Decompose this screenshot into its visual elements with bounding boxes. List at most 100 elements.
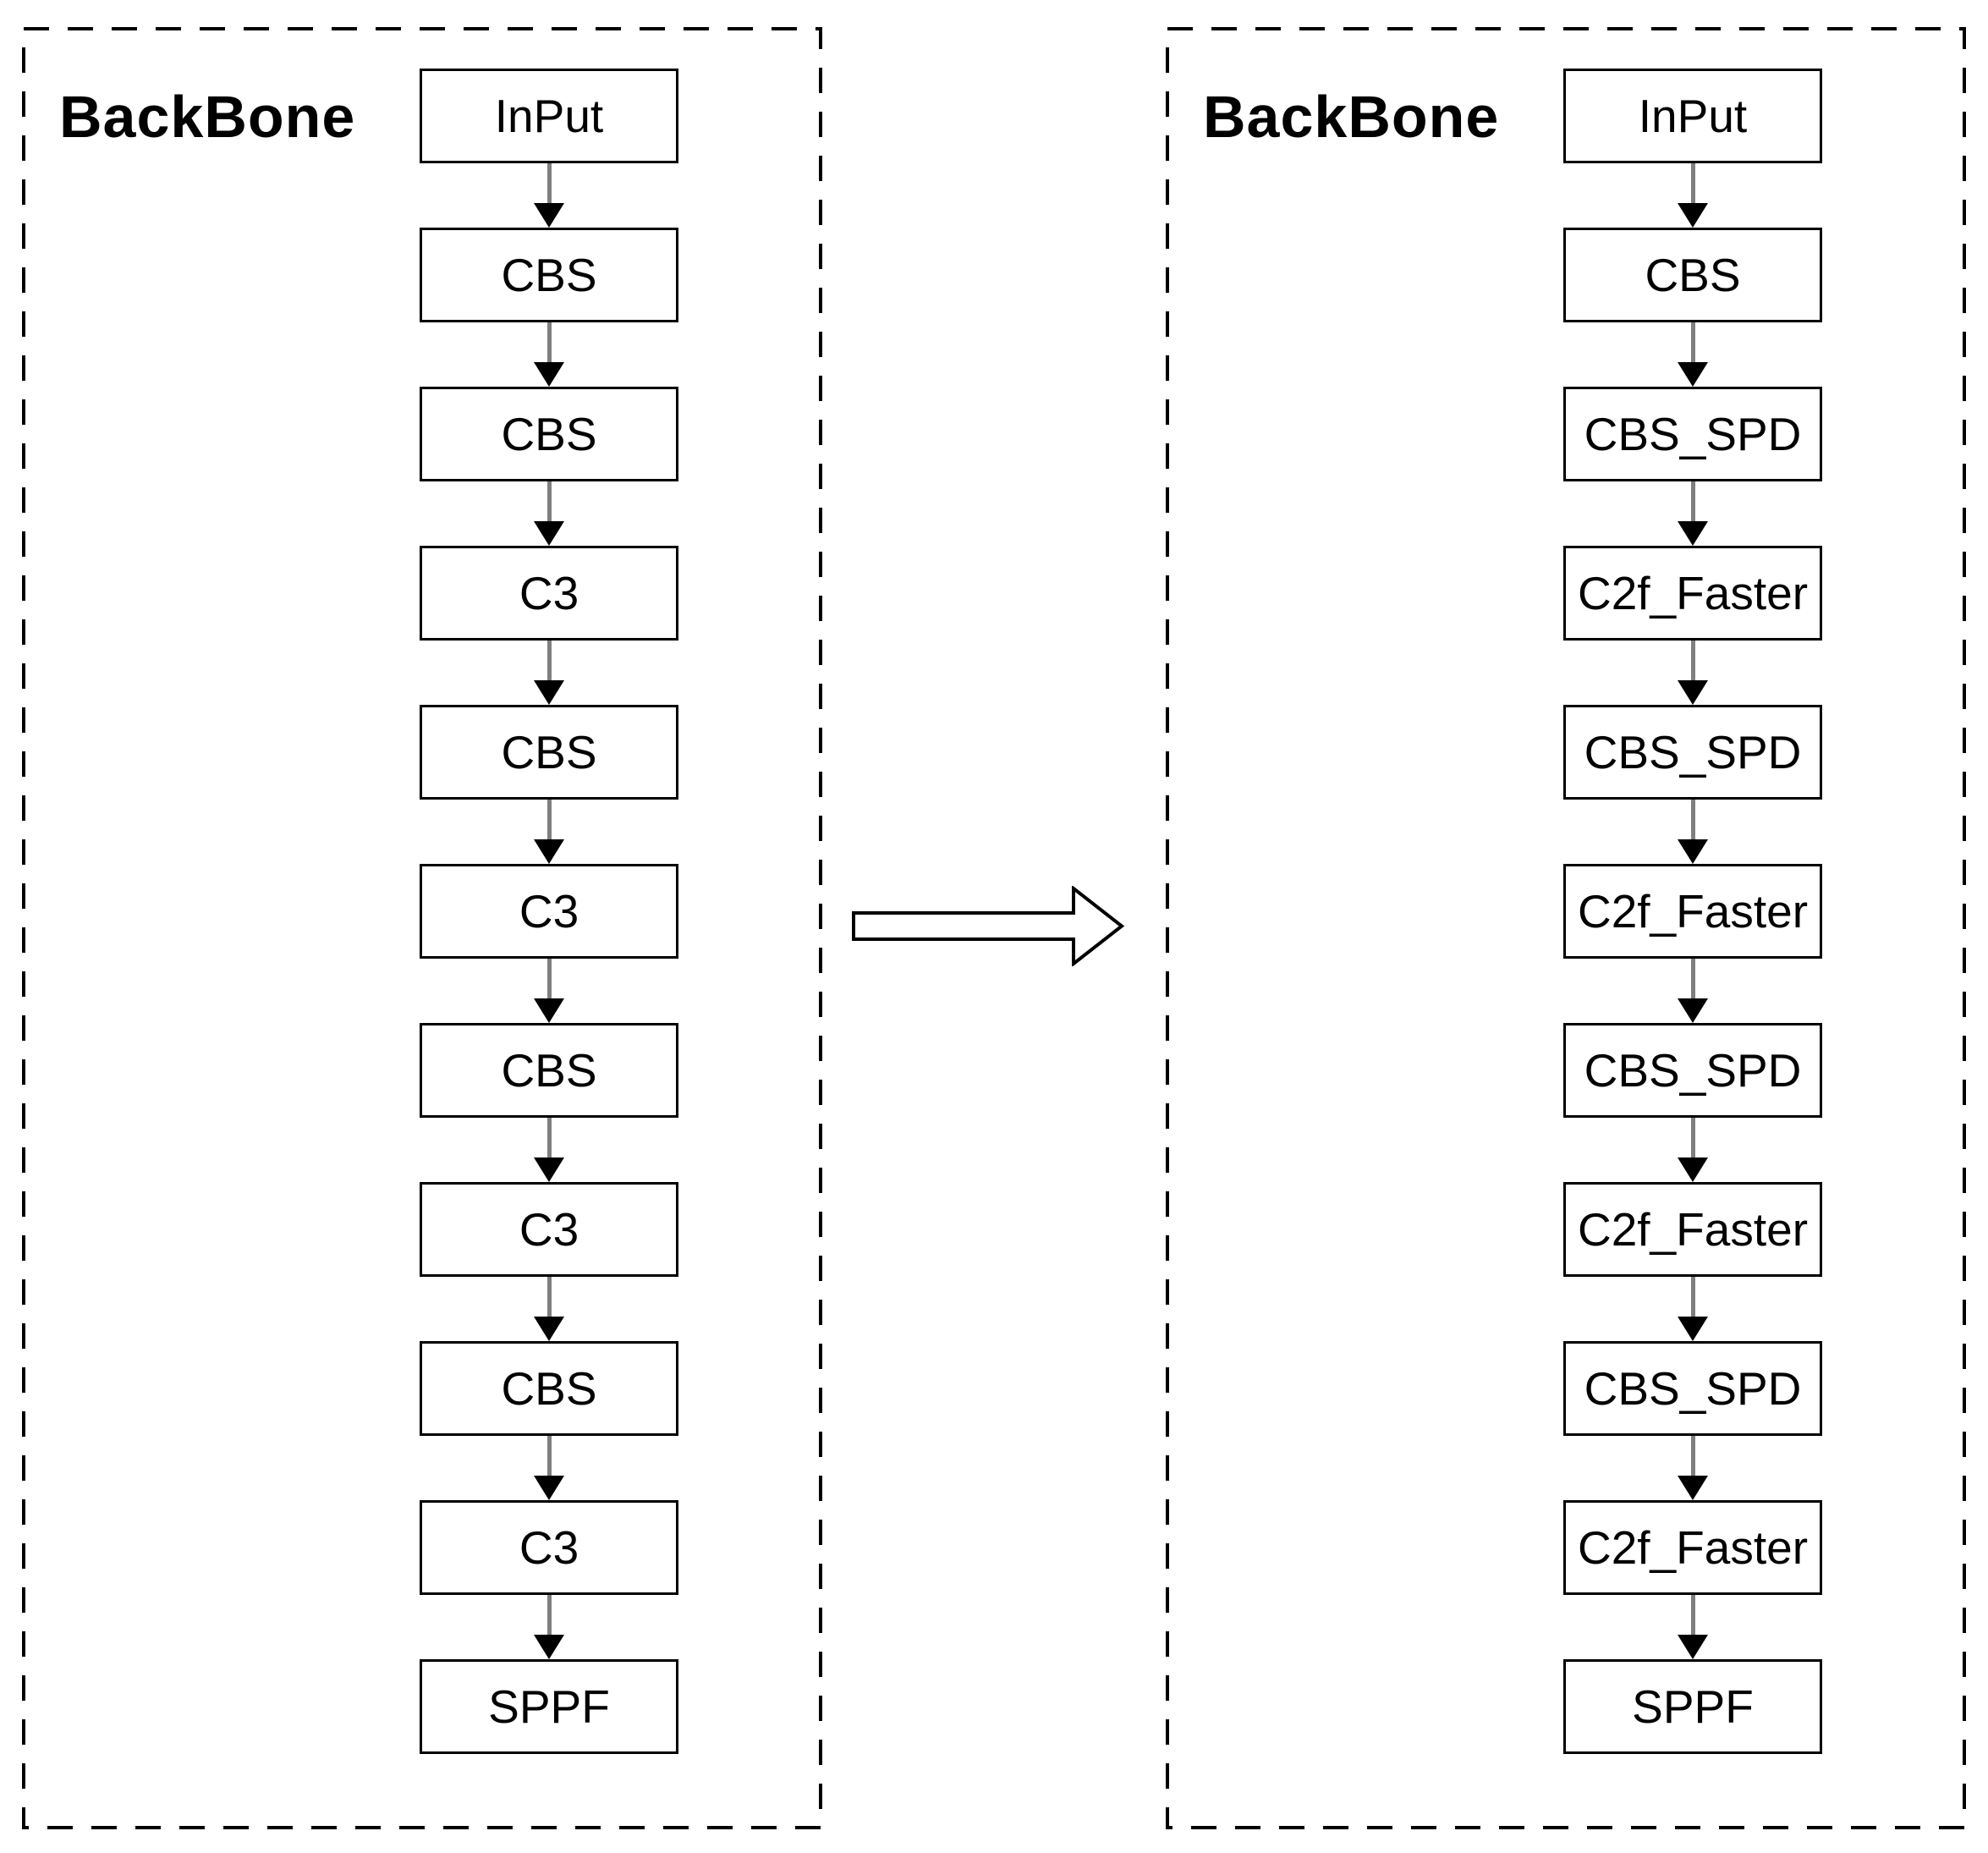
node-box: CBS (420, 1023, 678, 1118)
arrow-stem (546, 800, 552, 844)
node-box: CBS (420, 705, 678, 800)
down-arrow-icon (1563, 641, 1822, 705)
down-arrow-icon (1563, 1595, 1822, 1659)
arrow-stem (1690, 641, 1695, 685)
arrow-stem (546, 1118, 552, 1162)
down-arrow-icon (1563, 1118, 1822, 1182)
arrow-stem (1690, 1277, 1695, 1321)
node-label: C3 (519, 885, 579, 937)
arrow-stem (546, 1595, 552, 1639)
down-arrow-icon (1563, 322, 1822, 387)
down-arrow-icon (420, 1118, 678, 1182)
arrow-head (1678, 203, 1708, 228)
arrow-stem (546, 1436, 552, 1480)
node-box: CBS (420, 1341, 678, 1436)
node-label: InPut (1638, 90, 1748, 142)
node-label: CBS (501, 408, 597, 460)
panel-title: BackBone (59, 84, 356, 150)
node-box: InPut (420, 69, 678, 163)
arrow-stem (1690, 163, 1695, 207)
arrow-stem (546, 163, 552, 207)
node-label: CBS (501, 1044, 597, 1097)
down-arrow-icon (1563, 481, 1822, 546)
arrow-stem (546, 1277, 552, 1321)
arrow-stem (1690, 959, 1695, 1003)
arrow-head (1678, 362, 1708, 387)
node-box: C2f_Faster (1563, 546, 1822, 641)
down-arrow-icon (1563, 1277, 1822, 1341)
arrow-head (1678, 839, 1708, 864)
arrow-head (534, 680, 564, 705)
arrow-head (1678, 1317, 1708, 1341)
node-label: CBS_SPD (1584, 726, 1802, 778)
node-label: CBS_SPD (1584, 408, 1802, 460)
arrow-head (534, 998, 564, 1023)
node-box: CBS_SPD (1563, 387, 1822, 481)
down-arrow-icon (420, 322, 678, 387)
node-box: C3 (420, 546, 678, 641)
node-label: CBS (501, 249, 597, 301)
node-label: CBS_SPD (1584, 1044, 1802, 1097)
node-box: CBS_SPD (1563, 705, 1822, 800)
node-box: C2f_Faster (1563, 864, 1822, 959)
node-box: CBS (420, 228, 678, 322)
arrow-stem (546, 322, 552, 366)
node-label: InPut (494, 90, 604, 142)
node-box: C3 (420, 1500, 678, 1595)
down-arrow-icon (420, 1436, 678, 1500)
arrow-head (1678, 521, 1708, 546)
node-box: SPPF (420, 1659, 678, 1754)
node-label: C2f_Faster (1577, 1521, 1809, 1574)
node-label: C2f_Faster (1577, 885, 1809, 937)
down-arrow-icon (420, 1595, 678, 1659)
down-arrow-icon (1563, 163, 1822, 228)
node-label: SPPF (1632, 1680, 1754, 1733)
node-box: CBS (420, 387, 678, 481)
arrow-head (534, 362, 564, 387)
arrow-head (1678, 1476, 1708, 1500)
node-label: CBS (1645, 249, 1741, 301)
arrow-stem (546, 481, 552, 525)
node-label: C3 (519, 567, 579, 619)
arrow-head (534, 203, 564, 228)
panel-title: BackBone (1203, 84, 1500, 150)
node-box: C2f_Faster (1563, 1500, 1822, 1595)
down-arrow-icon (420, 641, 678, 705)
node-box: SPPF (1563, 1659, 1822, 1754)
node-label: SPPF (488, 1680, 610, 1733)
arrow-head (534, 1317, 564, 1341)
arrow-head (1678, 1635, 1708, 1659)
arrow-stem (1690, 800, 1695, 844)
down-arrow-icon (1563, 959, 1822, 1023)
arrow-stem (1690, 1436, 1695, 1480)
node-box: C3 (420, 864, 678, 959)
arrow-stem (546, 641, 552, 685)
arrow-stem (546, 959, 552, 1003)
node-label: CBS (501, 1362, 597, 1415)
arrow-head (534, 1157, 564, 1182)
arrow-stem (1690, 481, 1695, 525)
down-arrow-icon (420, 800, 678, 864)
node-label: CBS (501, 726, 597, 778)
arrow-head (534, 1635, 564, 1659)
arrow-stem (1690, 322, 1695, 366)
arrow-head (534, 521, 564, 546)
transform-arrow-icon (852, 886, 1125, 966)
arrow-head (534, 839, 564, 864)
node-box: C2f_Faster (1563, 1182, 1822, 1277)
node-label: C3 (519, 1203, 579, 1256)
arrow-stem (1690, 1595, 1695, 1639)
node-label: C2f_Faster (1577, 567, 1809, 619)
down-arrow-icon (420, 163, 678, 228)
node-box: InPut (1563, 69, 1822, 163)
node-box: CBS_SPD (1563, 1023, 1822, 1118)
down-arrow-icon (1563, 800, 1822, 864)
arrow-head (1678, 680, 1708, 705)
down-arrow-icon (1563, 1436, 1822, 1500)
down-arrow-icon (420, 1277, 678, 1341)
